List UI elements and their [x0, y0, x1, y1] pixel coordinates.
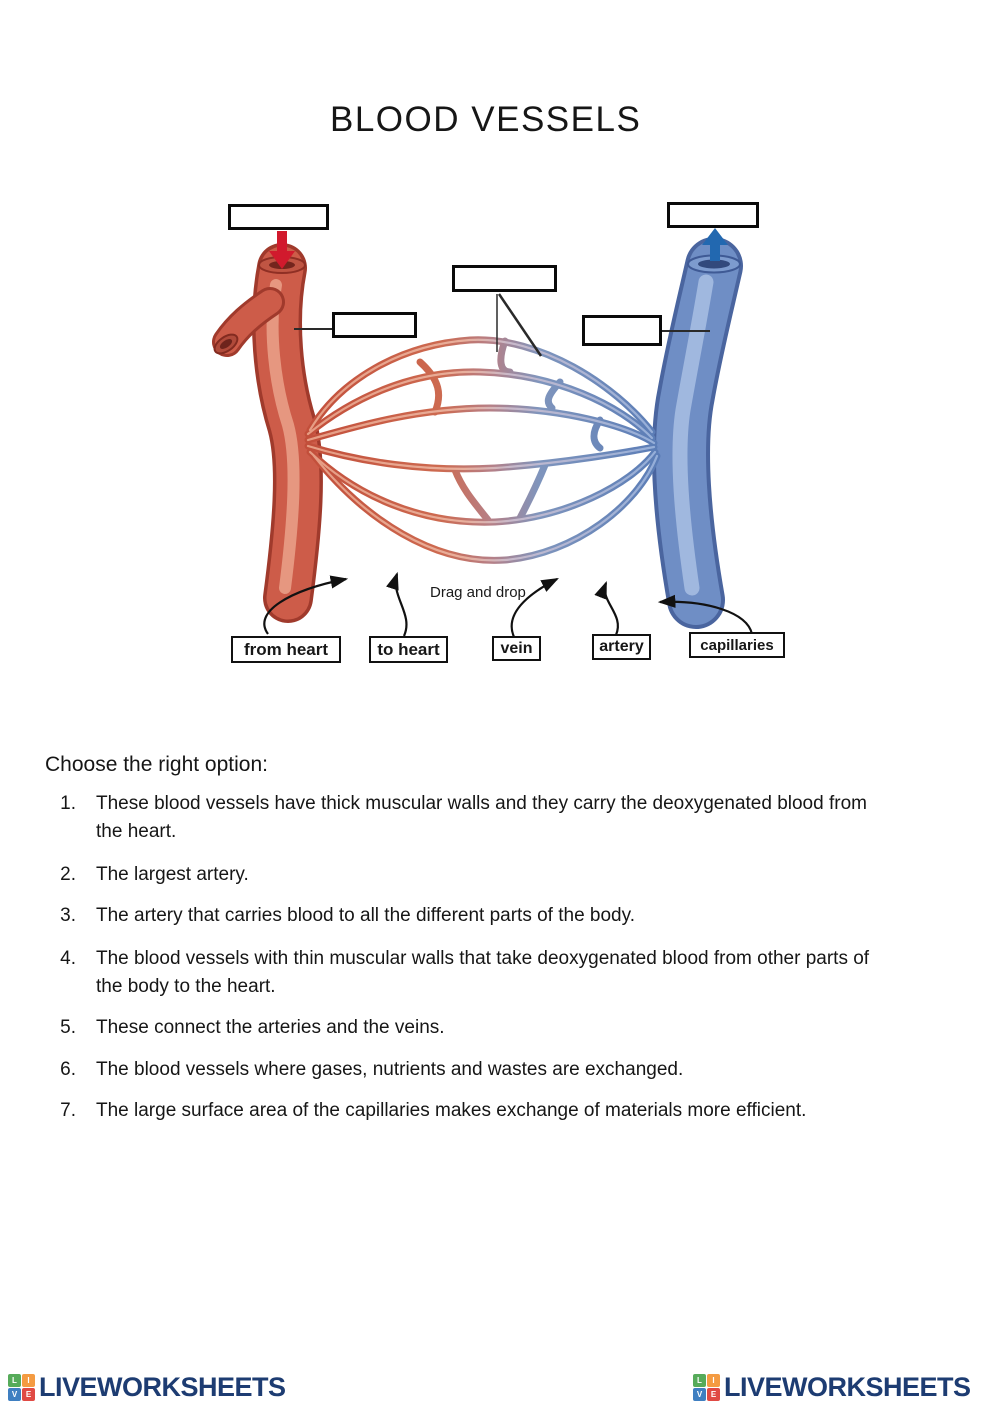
- answer-box-2[interactable]: [667, 202, 759, 228]
- flow-arrow-down-icon: [269, 231, 295, 269]
- answer-box-3[interactable]: [452, 265, 557, 292]
- logo-tile-i: I: [22, 1374, 35, 1387]
- word-chip-artery[interactable]: artery: [592, 634, 651, 660]
- capillary-network: [304, 336, 661, 564]
- question-item-3: 3. The artery that carries blood to all …: [52, 902, 956, 930]
- question-text: The largest artery.: [96, 864, 249, 885]
- word-chip-from-heart[interactable]: from heart: [231, 636, 341, 663]
- logo-tile-l: L: [8, 1374, 21, 1387]
- answer-box-1[interactable]: [228, 204, 329, 230]
- question-number: 5.: [60, 1017, 76, 1038]
- question-number: 6.: [60, 1059, 76, 1080]
- question-number: 3.: [60, 905, 76, 926]
- question-item-7: 7. The large surface area of the capilla…: [52, 1097, 996, 1125]
- question-number: 7.: [60, 1100, 76, 1121]
- question-text: The large surface area of the capillarie…: [96, 1100, 807, 1121]
- brand-text: LIVEWORKSHEETS: [724, 1372, 971, 1402]
- brand-text: LIVEWORKSHEETS: [39, 1372, 286, 1402]
- logo-tile-i: I: [707, 1374, 720, 1387]
- question-text: The artery that carries blood to all the…: [96, 905, 635, 926]
- artery-vessel: [212, 243, 323, 623]
- question-item-2: 2. The largest artery.: [52, 861, 956, 889]
- question-item-5: 5. These connect the arteries and the ve…: [52, 1014, 956, 1042]
- flow-arrow-up-icon: [702, 228, 728, 261]
- question-number: 1.: [60, 793, 76, 814]
- label-connector-lines: [294, 293, 710, 357]
- word-chip-vein[interactable]: vein: [492, 636, 541, 661]
- word-chip-capillaries[interactable]: capillaries: [689, 632, 785, 658]
- liveworksheets-tiles-icon: L I V E: [8, 1374, 35, 1401]
- blood-vessels-diagram: [212, 228, 754, 638]
- logo-tile-e: E: [707, 1388, 720, 1401]
- liveworksheets-logo-right: L I V E LIVEWORKSHEETS: [693, 1372, 971, 1403]
- question-number: 2.: [60, 864, 76, 885]
- liveworksheets-logo-left: L I V E LIVEWORKSHEETS: [8, 1372, 286, 1403]
- answer-box-5[interactable]: [582, 315, 662, 346]
- page-title: BLOOD VESSELS: [330, 100, 642, 139]
- question-item-6: 6. The blood vessels where gases, nutrie…: [52, 1056, 956, 1084]
- question-item-4: 4. The blood vessels with thin muscular …: [52, 945, 896, 1001]
- word-chip-to-heart[interactable]: to heart: [369, 636, 448, 663]
- question-text: These connect the arteries and the veins…: [96, 1017, 445, 1038]
- liveworksheets-tiles-icon: L I V E: [693, 1374, 720, 1401]
- logo-tile-v: V: [8, 1388, 21, 1401]
- vein-vessel: [652, 237, 743, 629]
- question-item-1: 1. These blood vessels have thick muscul…: [52, 790, 886, 846]
- logo-tile-v: V: [693, 1388, 706, 1401]
- questions-heading: Choose the right option:: [45, 753, 268, 776]
- logo-tile-e: E: [22, 1388, 35, 1401]
- word-bank-pointer-arrows: [263, 571, 754, 638]
- logo-tile-l: L: [693, 1374, 706, 1387]
- drag-and-drop-hint: Drag and drop: [430, 584, 526, 601]
- question-text: The blood vessels with thin muscular wal…: [96, 948, 870, 997]
- question-text: The blood vessels where gases, nutrients…: [96, 1059, 684, 1080]
- question-text: These blood vessels have thick muscular …: [96, 793, 867, 842]
- answer-box-4[interactable]: [332, 312, 417, 338]
- question-number: 4.: [60, 948, 76, 969]
